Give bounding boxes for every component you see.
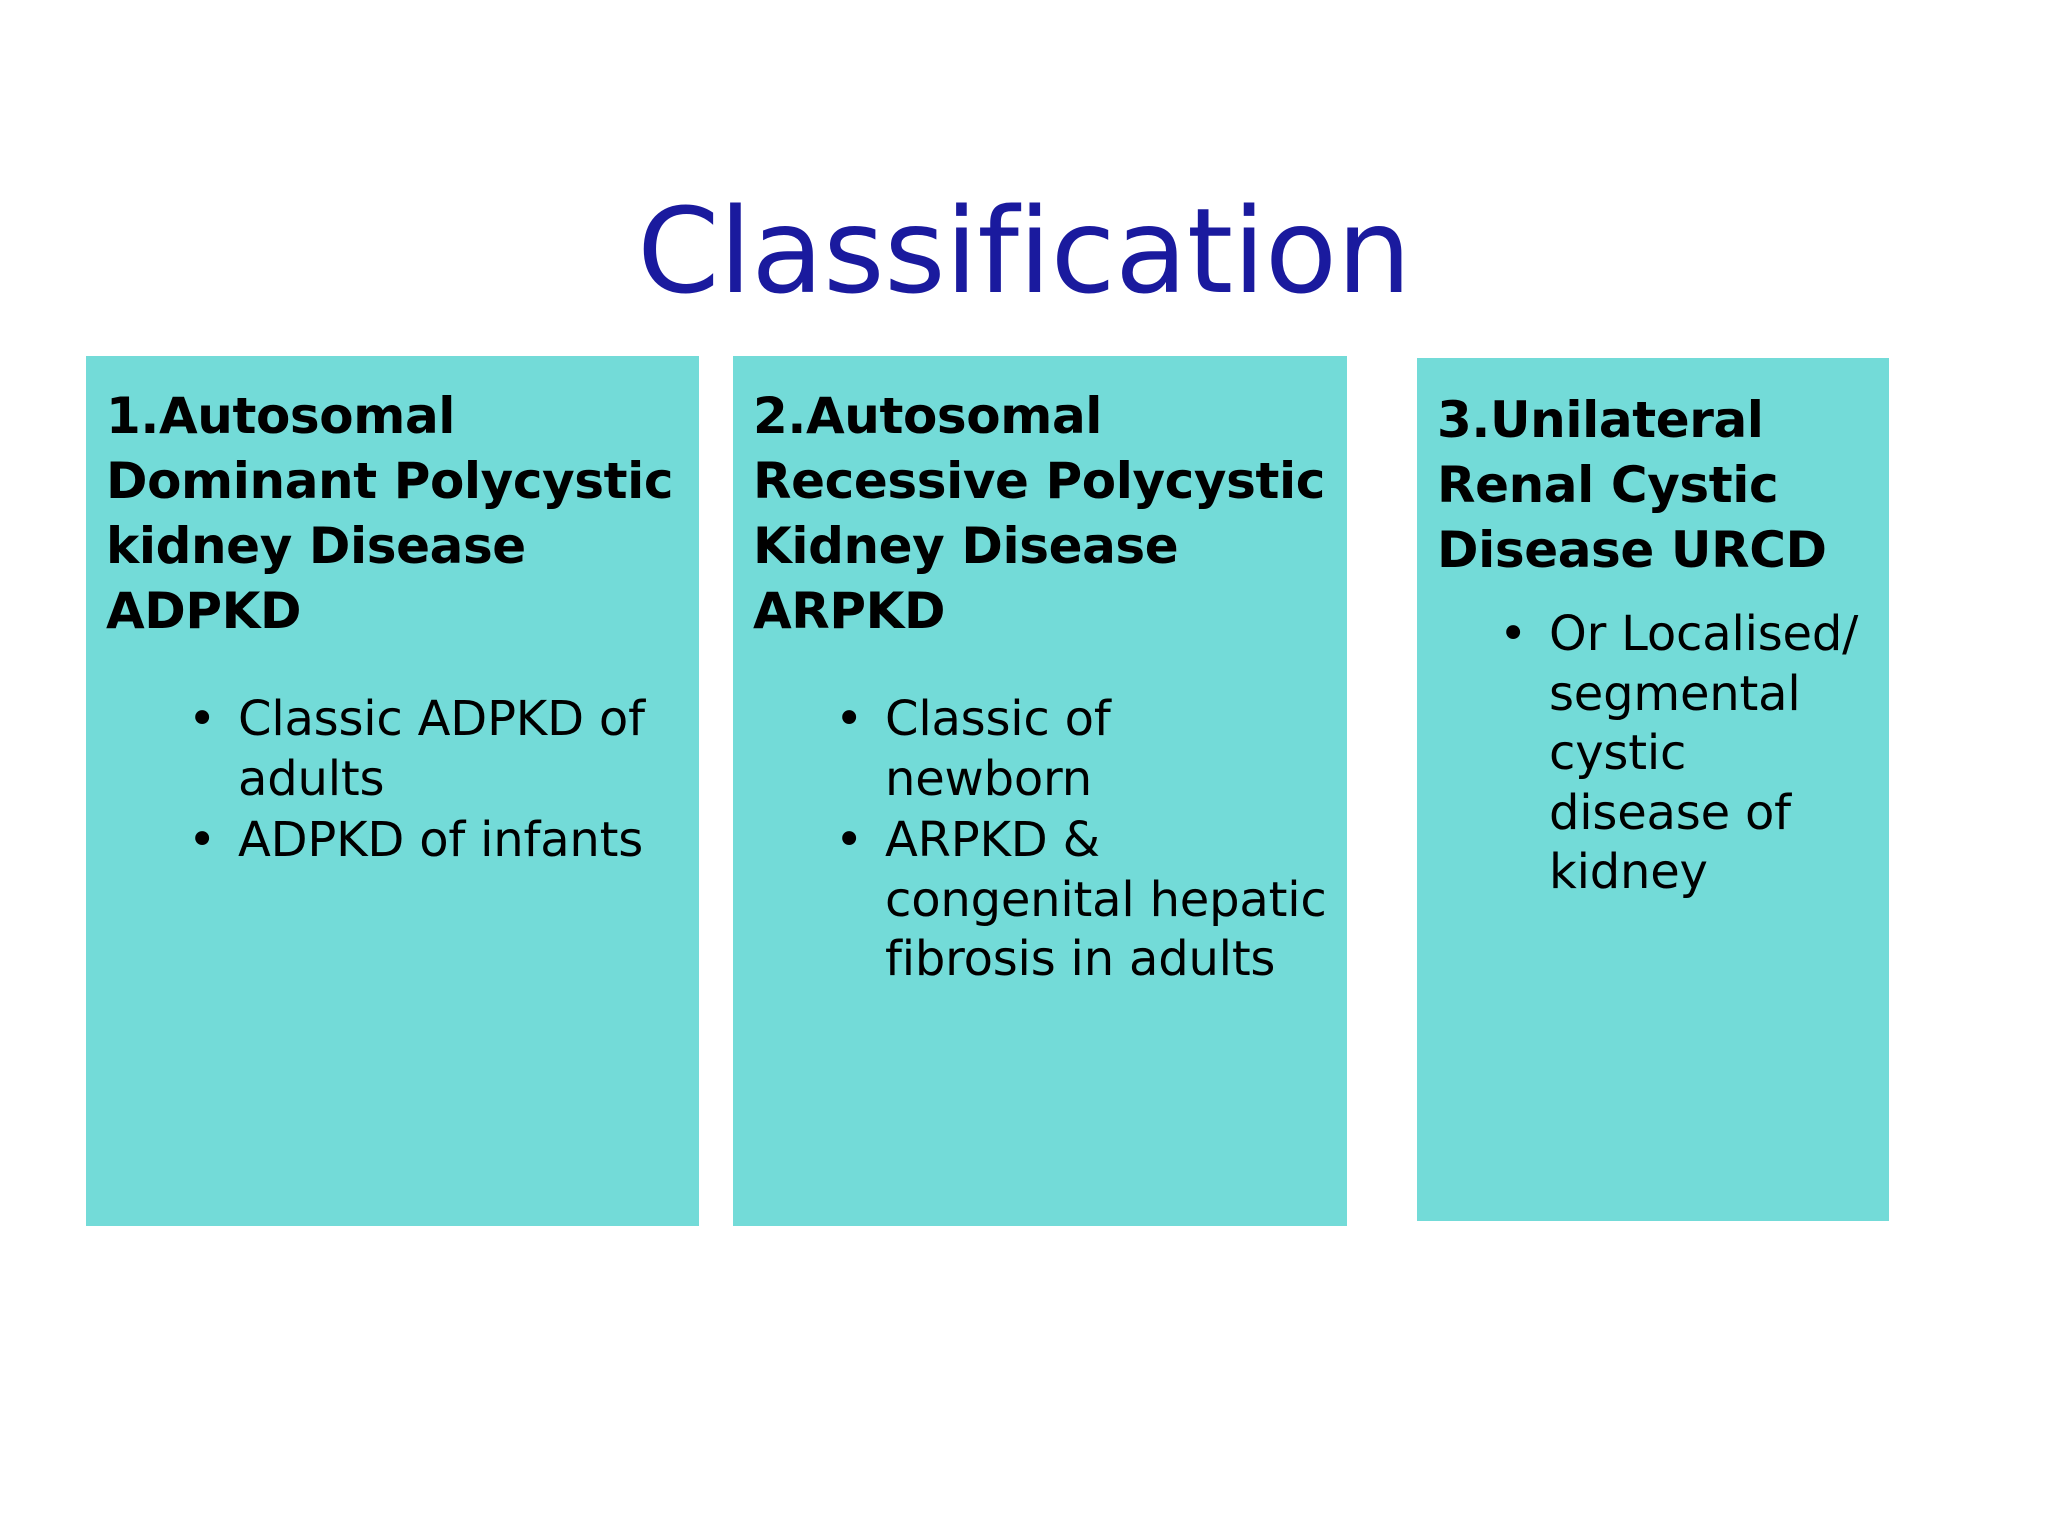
- list-item-label: Classic ADPKD of adults: [238, 691, 645, 807]
- card-3-bullet-list: • Or Localised/ segmental cystic disease…: [1417, 583, 1889, 903]
- card-3-heading: 3.Unilateral Renal Cystic Disease URCD: [1437, 391, 1827, 579]
- list-item: • ADPKD of infants: [184, 811, 683, 871]
- classification-card-1: 1.Autosomal Dominant Polycystic kidney D…: [86, 356, 699, 1226]
- bullet-dot-icon: •: [188, 691, 217, 747]
- list-item-label: Or Localised/ segmental cystic disease o…: [1549, 606, 1859, 901]
- bullet-dot-icon: •: [1499, 606, 1528, 662]
- list-item: • Or Localised/ segmental cystic disease…: [1495, 605, 1873, 903]
- list-item: • ARPKD & congenital hepatic fibrosis in…: [831, 811, 1331, 990]
- list-item: • Classic of newborn: [831, 690, 1331, 809]
- list-item-label: ARPKD & congenital hepatic fibrosis in a…: [885, 812, 1327, 988]
- classification-card-3: 3.Unilateral Renal Cystic Disease URCD •…: [1417, 358, 1889, 1221]
- bullet-dot-icon: •: [188, 812, 217, 869]
- card-1-heading: 1.Autosomal Dominant Polycystic kidney D…: [106, 387, 674, 640]
- bullet-dot-icon: •: [835, 812, 864, 869]
- card-1-bullet-list: • Classic ADPKD of adults • ADPKD of inf…: [86, 644, 699, 871]
- card-2-heading: 2.Autosomal Recessive Polycystic Kidney …: [753, 387, 1325, 640]
- bullet-dot-icon: •: [835, 691, 864, 747]
- classification-card-2: 2.Autosomal Recessive Polycystic Kidney …: [733, 356, 1347, 1226]
- page-title: Classification: [637, 182, 1411, 321]
- list-item-label: ADPKD of infants: [238, 812, 644, 869]
- list-item-label: Classic of newborn: [885, 691, 1111, 807]
- list-item: • Classic ADPKD of adults: [184, 690, 683, 809]
- card-2-bullet-list: • Classic of newborn • ARPKD & congenita…: [733, 644, 1347, 990]
